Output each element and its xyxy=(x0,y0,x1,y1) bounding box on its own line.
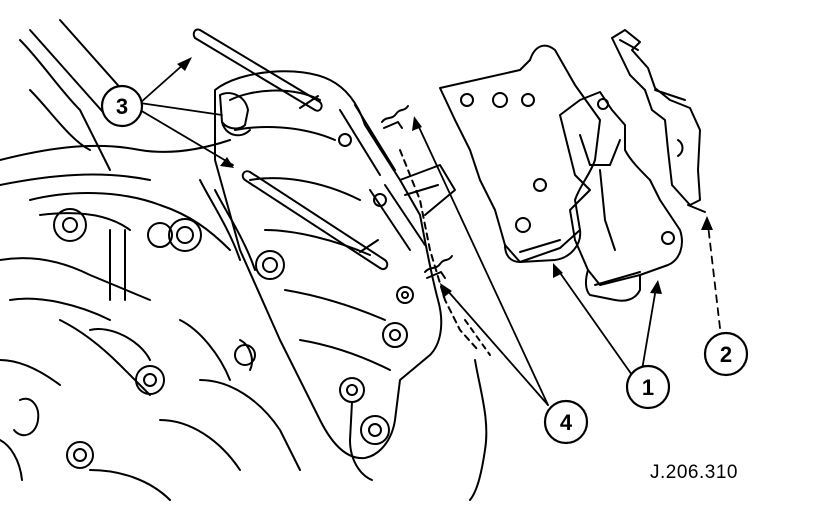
callout-circles xyxy=(100,84,749,445)
brake-pads xyxy=(439,44,683,302)
callout-circle-2 xyxy=(703,331,749,377)
callout-label-2: 2 xyxy=(720,342,732,367)
anti-rattle-springs xyxy=(381,105,453,279)
callout-circle-3 xyxy=(100,84,144,128)
dust-shield-edge xyxy=(399,149,491,501)
pad-retaining-clip xyxy=(611,29,706,213)
callout-circle-4 xyxy=(543,399,589,445)
caliper-body xyxy=(214,70,456,481)
callout-labels: 3 4 1 2 xyxy=(116,94,732,435)
figure-reference-code: J.206.310 xyxy=(650,462,738,483)
callout-label-3: 3 xyxy=(116,94,128,119)
callout-leaders xyxy=(139,62,721,406)
callout-label-1: 1 xyxy=(642,375,654,400)
callout-arrowheads xyxy=(177,57,713,298)
callout-circle-1 xyxy=(625,364,671,410)
callout-label-4: 4 xyxy=(560,410,573,435)
guide-pins xyxy=(192,28,389,270)
